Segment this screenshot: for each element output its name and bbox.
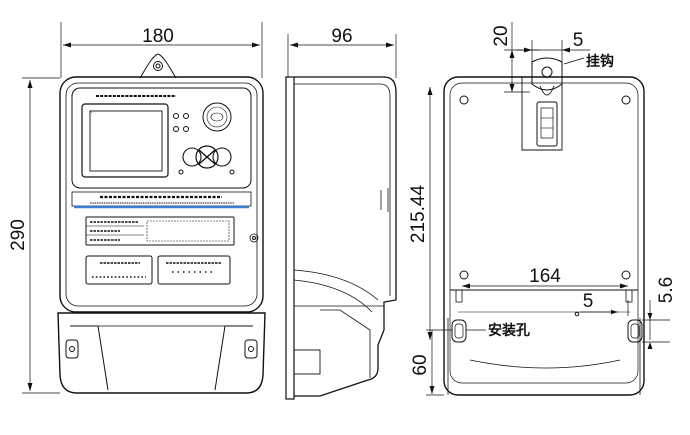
hole-height-dim: 5.6	[656, 277, 677, 303]
rear-bottom-dim: 60	[410, 354, 431, 375]
rear-vertical-dim: 215.44	[408, 185, 429, 244]
front-view	[22, 22, 266, 394]
rear-view	[426, 22, 670, 396]
hole-spacing-dim: 164	[529, 266, 561, 287]
hook-width-dim: 5	[573, 30, 584, 51]
front-height-dim: 290	[8, 219, 29, 251]
side-depth-dim: 96	[331, 26, 352, 47]
hole-offset-dim: 5	[583, 291, 594, 312]
front-width-dim: 180	[142, 26, 174, 47]
side-view	[285, 34, 397, 400]
mount-hole-label: 安装孔	[488, 322, 530, 338]
hook-offset-dim: 20	[491, 25, 512, 46]
hook-label: 挂钩	[586, 53, 614, 69]
